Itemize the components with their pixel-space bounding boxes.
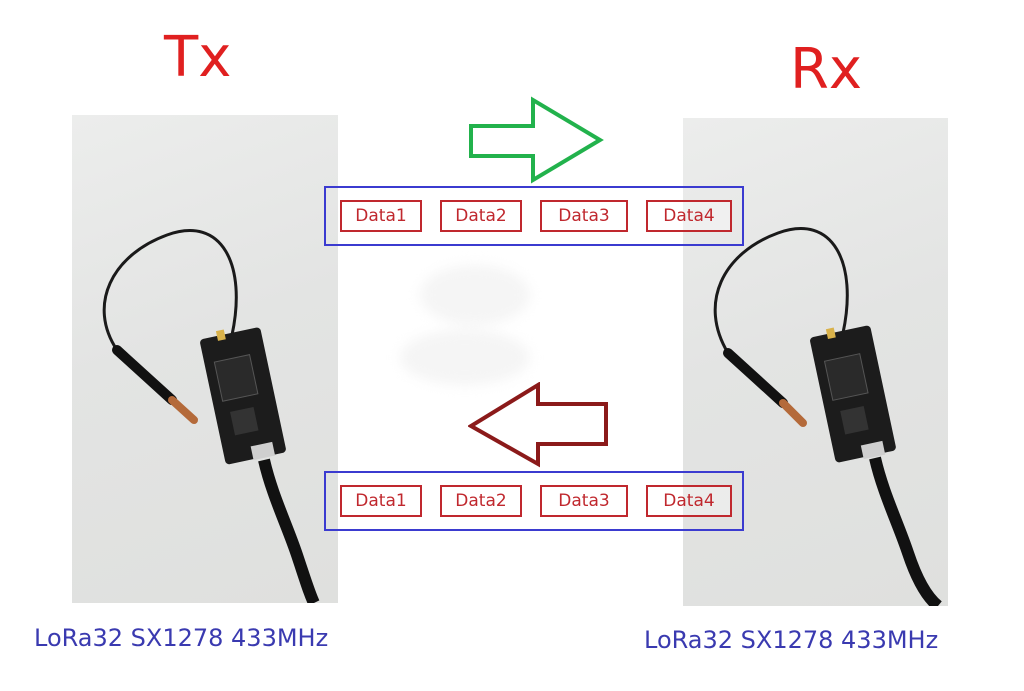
data-cell: Data4: [646, 200, 732, 232]
arrow-right-icon: [468, 96, 608, 190]
arrow-left-icon: [468, 382, 613, 476]
background-smudge: [420, 265, 530, 325]
tx-caption: LoRa32 SX1278 433MHz: [34, 626, 328, 650]
data-cell: Data4: [646, 485, 732, 517]
rx-caption: LoRa32 SX1278 433MHz: [644, 628, 938, 652]
data-cell: Data3: [540, 485, 628, 517]
data-cell: Data1: [340, 485, 422, 517]
rx-title: Rx: [790, 42, 862, 98]
data-cell: Data2: [440, 485, 522, 517]
data-packet-back: Data1 Data2 Data3 Data4: [324, 471, 744, 531]
tx-device-photo: [72, 115, 338, 603]
tx-title: Tx: [164, 30, 231, 86]
data-cell: Data3: [540, 200, 628, 232]
data-cell: Data2: [440, 200, 522, 232]
background-smudge: [400, 330, 530, 385]
data-cell: Data1: [340, 200, 422, 232]
data-packet-forward: Data1 Data2 Data3 Data4: [324, 186, 744, 246]
